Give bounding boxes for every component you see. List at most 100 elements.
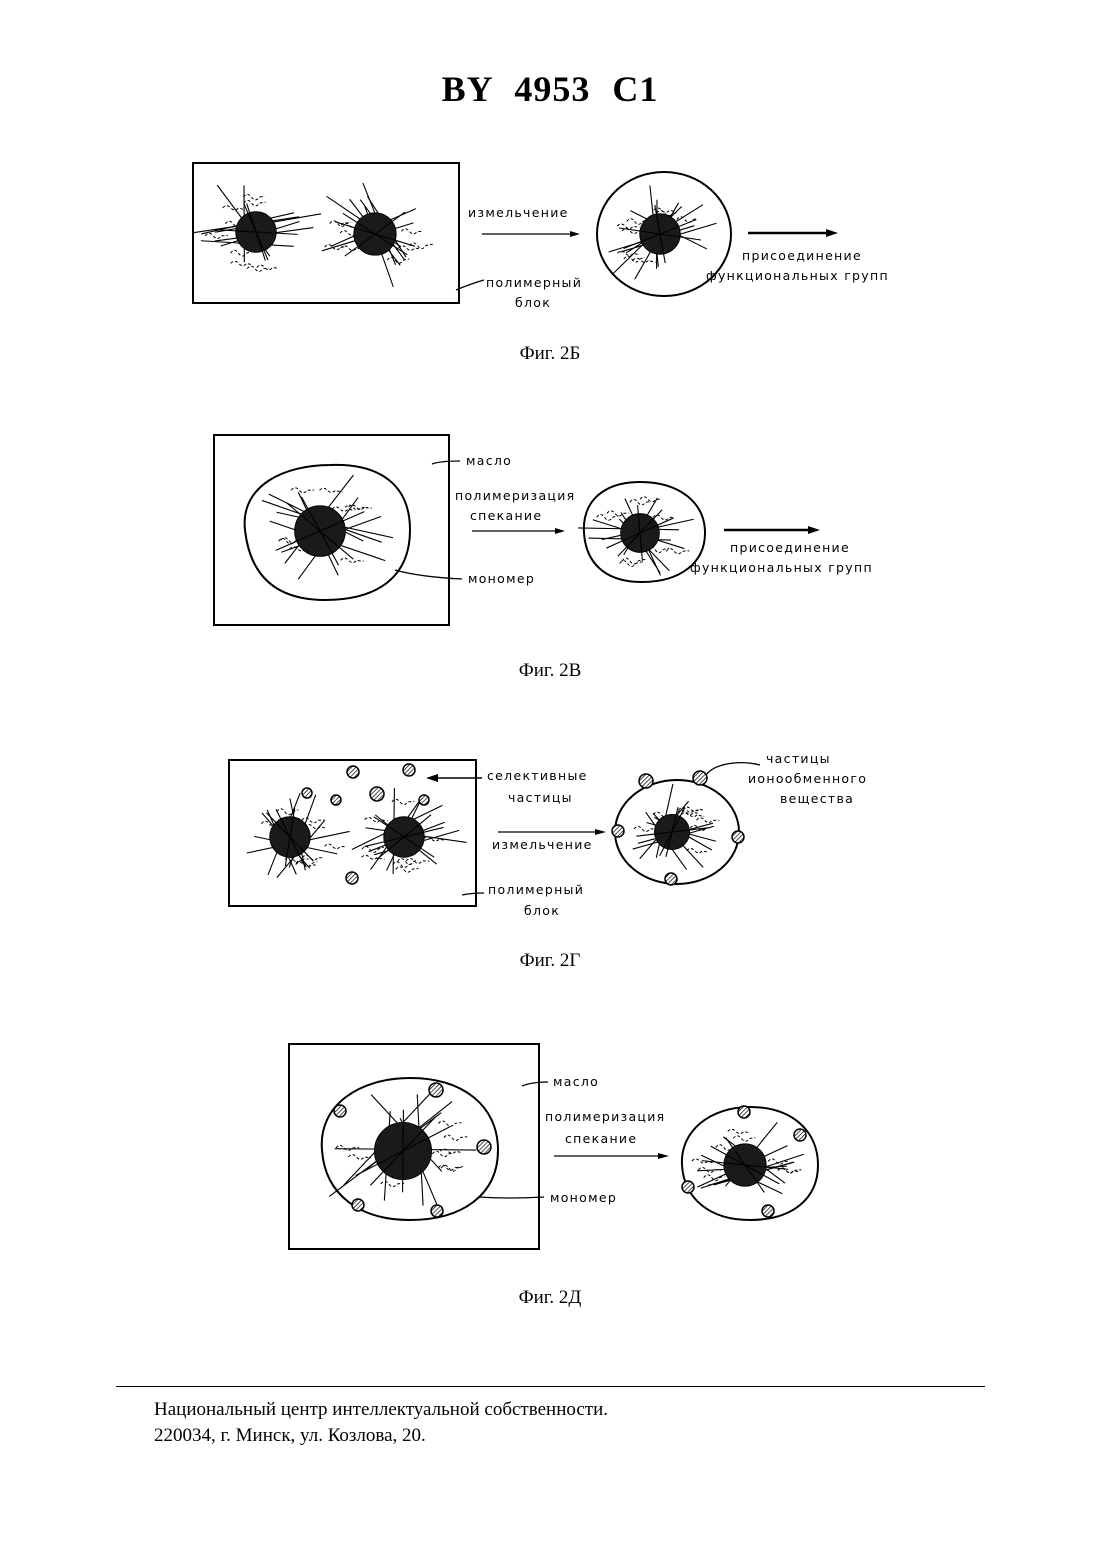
figure-2b: измельчение присоединение функциональных… xyxy=(0,150,1100,330)
fiber-strand xyxy=(733,1136,755,1141)
leader-line xyxy=(478,1197,544,1198)
arrow-head xyxy=(808,526,820,534)
figure-caption: Фиг. 2В xyxy=(0,660,1100,682)
label-monomer: мономер xyxy=(550,1190,617,1205)
ion-exchange-particle xyxy=(429,1083,443,1097)
publisher-address: 220034, г. Минск, ул. Козлова, 20. xyxy=(154,1423,608,1449)
selective-particle xyxy=(370,787,384,801)
fiber-strand xyxy=(231,261,253,265)
fiber-strand xyxy=(683,807,704,811)
label-oil: масло xyxy=(553,1074,599,1089)
arrow-head xyxy=(658,1153,669,1159)
composite-particle xyxy=(633,784,719,870)
fiber-strand xyxy=(406,858,429,863)
figure-caption: Фиг. 2Г xyxy=(0,950,1100,972)
label-oil: масло xyxy=(466,453,512,468)
composite-particle xyxy=(262,475,393,579)
fiber-strand xyxy=(392,799,414,804)
fiber-strand xyxy=(205,233,228,238)
label-grinding: измельчение xyxy=(492,837,593,852)
fiber-strand xyxy=(607,511,629,516)
fiber-strand xyxy=(634,826,656,831)
fiber-strand xyxy=(257,265,279,270)
ion-exchange-particle xyxy=(612,825,624,837)
fiber-strand xyxy=(728,1129,750,1133)
fiber-strand xyxy=(291,488,314,493)
label-functional-groups: функциональных групп xyxy=(706,268,889,283)
fiber-strand xyxy=(345,505,368,510)
label-ion-exchange: ионообменного xyxy=(748,771,867,786)
fiber-strand xyxy=(640,497,662,502)
ion-exchange-particle xyxy=(665,873,677,885)
label-functional-groups: функциональных групп xyxy=(690,560,873,575)
fiber-strand xyxy=(247,266,269,271)
ion-exchange-particle xyxy=(732,831,744,843)
arrow-head xyxy=(555,528,565,534)
label-polymerization: полимеризация xyxy=(455,488,575,503)
fiber-strand xyxy=(696,818,719,823)
fiber-strand xyxy=(277,809,298,815)
label-selective: селективные xyxy=(487,768,588,783)
label-polymerization: полимеризация xyxy=(545,1109,665,1124)
label-grinding: измельчение xyxy=(468,205,569,220)
ion-exchange-particle xyxy=(738,1106,750,1118)
label-ion-particles: частицы xyxy=(766,751,831,766)
polymer-block-box xyxy=(193,163,459,303)
fiber-strand xyxy=(302,855,324,860)
selective-particle xyxy=(346,872,358,884)
fiber-strand xyxy=(243,194,264,200)
leader-line xyxy=(462,893,484,895)
label-sintering: спекание xyxy=(470,508,542,523)
fiber-strand xyxy=(325,844,347,849)
composite-particle xyxy=(329,1091,476,1206)
ion-exchange-particle xyxy=(352,1199,364,1211)
fiber-strand xyxy=(401,229,422,234)
selective-particle xyxy=(419,795,429,805)
ion-exchange-particle xyxy=(639,774,653,788)
label-particles: частицы xyxy=(508,790,573,805)
document-number: BY 4953 C1 xyxy=(0,68,1100,110)
publisher-footer: Национальный центр интеллектуальной собс… xyxy=(154,1397,608,1449)
selective-particle xyxy=(347,766,359,778)
figure-2v: масло полимеризация спекание присоединен… xyxy=(0,425,1100,640)
label-attachment: присоединение xyxy=(742,248,862,263)
composite-particle xyxy=(352,788,467,874)
composite-particle xyxy=(322,183,433,287)
arrow-head xyxy=(595,829,606,835)
fiber-strand xyxy=(396,867,419,873)
ion-exchange-particle xyxy=(693,771,707,785)
arrow-head xyxy=(570,231,580,237)
ion-exchange-particle xyxy=(682,1181,694,1193)
ion-exchange-particle xyxy=(334,1105,346,1117)
leader-line xyxy=(395,570,462,579)
publisher-name: Национальный центр интеллектуальной собс… xyxy=(154,1397,608,1423)
composite-particle xyxy=(193,185,321,271)
label-sintering: спекание xyxy=(565,1131,637,1146)
footer-divider xyxy=(116,1386,985,1387)
label-polymer: полимерный xyxy=(486,275,582,290)
fiber-strand xyxy=(319,488,342,492)
arrow-head xyxy=(426,774,438,782)
fiber-strand xyxy=(432,1151,453,1156)
selective-particle xyxy=(331,795,341,805)
fiber-strand xyxy=(444,1135,467,1140)
composite-particle xyxy=(609,186,717,280)
leader-line xyxy=(522,1082,548,1086)
fiber-strand xyxy=(630,500,651,505)
fiber-strand xyxy=(438,1121,461,1126)
composite-particle xyxy=(247,793,350,877)
ion-exchange-particle xyxy=(762,1205,774,1217)
fiber-strand xyxy=(597,514,619,520)
selective-particle xyxy=(403,764,415,776)
figure-caption: Фиг. 2Д xyxy=(0,1287,1100,1309)
fiber-strand xyxy=(620,561,643,567)
label-block: блок xyxy=(515,295,551,310)
figure-2g: селективные частицы измельчение полимерн… xyxy=(0,745,1100,925)
label-attachment: присоединение xyxy=(730,540,850,555)
leader-line xyxy=(432,461,460,464)
fiber-strand xyxy=(381,1181,404,1186)
arrow-head xyxy=(826,229,838,237)
figure-caption: Фиг. 2Б xyxy=(0,343,1100,365)
label-polymer: полимерный xyxy=(488,882,584,897)
ion-exchange-particle xyxy=(477,1140,491,1154)
